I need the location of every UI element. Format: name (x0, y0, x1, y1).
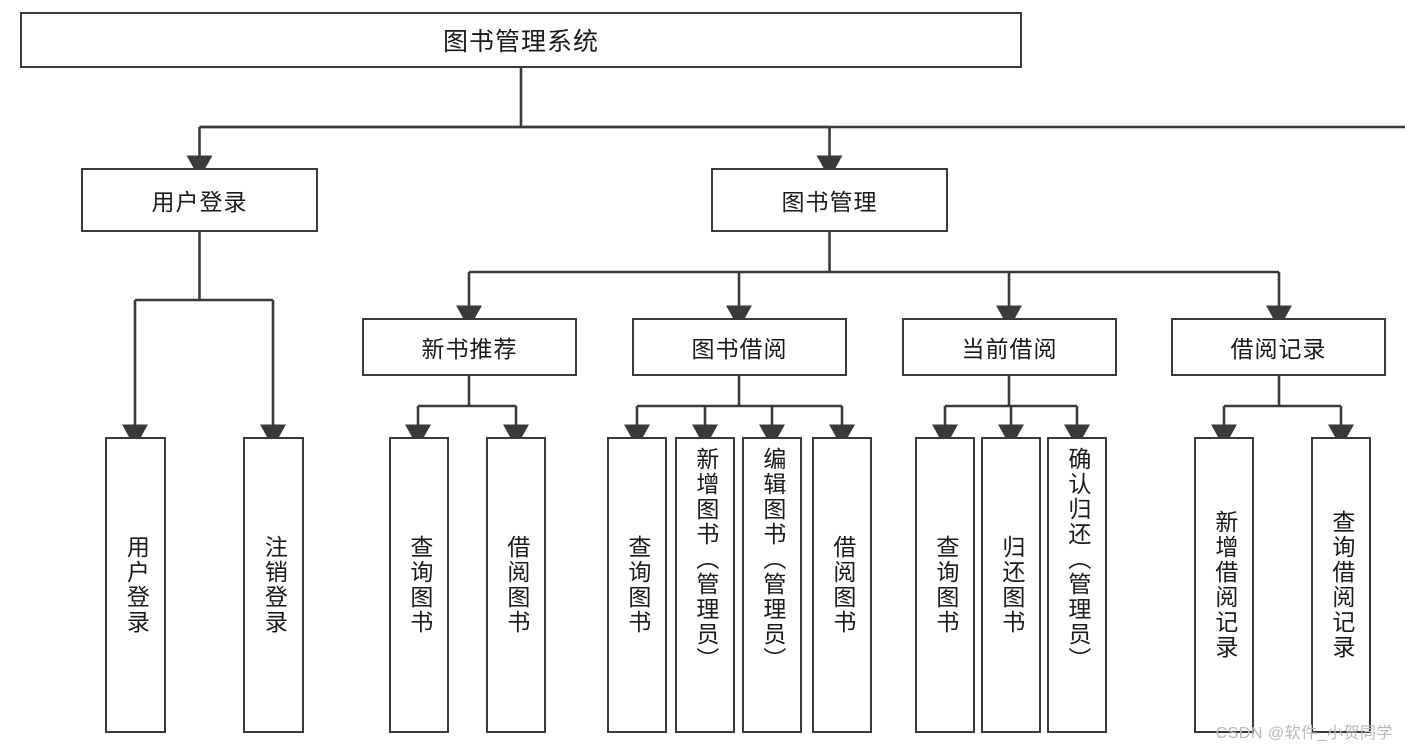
leaf-borrow-book-recommend[interactable]: 借阅图书 (486, 437, 546, 733)
node-label: 借阅记录 (1230, 336, 1327, 362)
leaf-add-borrow-record[interactable]: 新增借阅记录 (1194, 437, 1254, 733)
leaf-label: 注销登录 (261, 535, 288, 635)
node-new-book-recommendation[interactable]: 新书推荐 (362, 318, 577, 376)
node-label: 新书推荐 (421, 336, 518, 362)
node-book-management[interactable]: 图书管理 (711, 168, 948, 232)
node-label: 当前借阅 (961, 336, 1058, 362)
leaf-add-book-admin[interactable]: 新增图书（管理员） (675, 437, 735, 733)
leaf-label: 新增借阅记录 (1211, 510, 1238, 660)
leaf-logout[interactable]: 注销登录 (243, 437, 304, 733)
leaf-label: 确认归还（管理员） (1064, 447, 1091, 672)
leaf-label: 查询图书 (406, 535, 433, 635)
node-label: 图书管理系统 (442, 28, 599, 56)
node-book-borrow[interactable]: 图书借阅 (632, 318, 847, 376)
leaf-return-book[interactable]: 归还图书 (981, 437, 1041, 733)
leaf-query-book-borrow[interactable]: 查询图书 (607, 437, 667, 733)
leaf-label: 归还图书 (998, 535, 1025, 635)
leaf-query-book-current[interactable]: 查询图书 (915, 437, 975, 733)
leaf-borrow-book[interactable]: 借阅图书 (812, 437, 872, 733)
leaf-label: 借阅图书 (829, 535, 856, 635)
leaf-query-borrow-record[interactable]: 查询借阅记录 (1311, 437, 1371, 733)
node-label: 用户登录 (151, 189, 248, 215)
leaf-user-login[interactable]: 用户登录 (105, 437, 166, 733)
leaf-edit-book-admin[interactable]: 编辑图书（管理员） (742, 437, 802, 733)
node-label: 图书管理 (781, 189, 878, 215)
leaf-confirm-return-admin[interactable]: 确认归还（管理员） (1047, 437, 1107, 733)
node-user-login[interactable]: 用户登录 (81, 168, 318, 232)
node-borrow-record[interactable]: 借阅记录 (1171, 318, 1386, 376)
node-current-borrow[interactable]: 当前借阅 (902, 318, 1117, 376)
leaf-label: 查询借阅记录 (1328, 510, 1355, 660)
leaf-label: 借阅图书 (503, 535, 530, 635)
leaf-label: 新增图书（管理员） (692, 447, 719, 672)
node-label: 图书借阅 (691, 336, 788, 362)
leaf-label: 编辑图书（管理员） (759, 447, 786, 672)
leaf-label: 查询图书 (932, 535, 959, 635)
leaf-label: 用户登录 (123, 535, 150, 635)
leaf-query-book-recommend[interactable]: 查询图书 (389, 437, 449, 733)
leaf-label: 查询图书 (624, 535, 651, 635)
node-root-图书管理系统[interactable]: 图书管理系统 (20, 12, 1022, 68)
